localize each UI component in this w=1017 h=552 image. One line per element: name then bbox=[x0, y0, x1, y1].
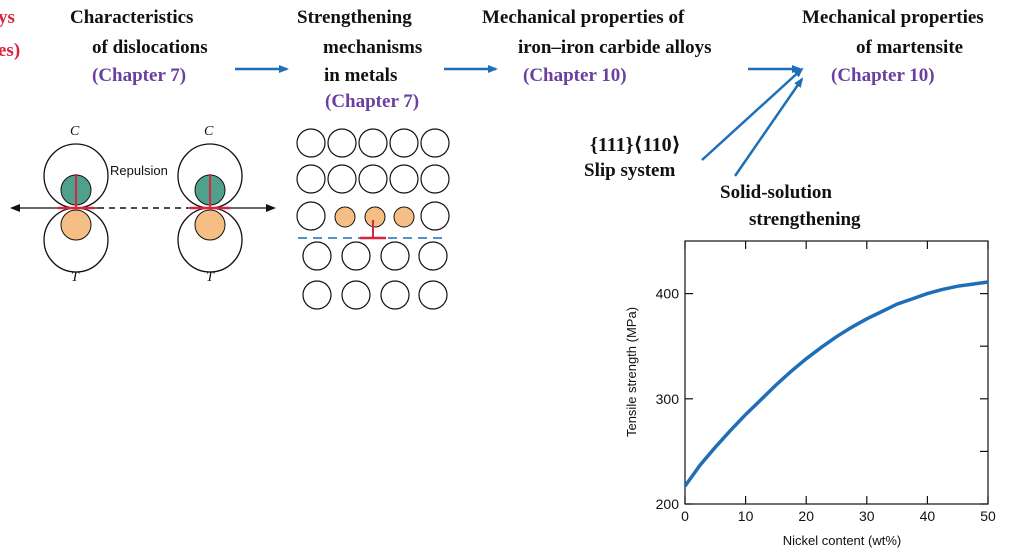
node-iron-carbide-line2: iron–iron carbide alloys bbox=[518, 37, 712, 58]
y-tick-label: 200 bbox=[656, 496, 680, 512]
lattice-figure bbox=[296, 128, 450, 310]
solute-atom bbox=[364, 206, 386, 228]
x-tick-label: 20 bbox=[798, 508, 814, 524]
node-dislocations-line1: Characteristics bbox=[70, 7, 194, 28]
chart-ylabel: Tensile strength (MPa) bbox=[624, 307, 639, 437]
lattice-atom bbox=[389, 128, 419, 158]
lattice-atom bbox=[380, 241, 410, 271]
solute-atom bbox=[334, 206, 356, 228]
lattice-atom bbox=[380, 280, 410, 310]
node-martensite-line1: Mechanical properties bbox=[802, 7, 984, 28]
left-arrowhead bbox=[10, 204, 20, 212]
node-dislocations-line2: of dislocations bbox=[92, 37, 208, 58]
chart-xlabel: Nickel content (wt%) bbox=[783, 533, 901, 548]
edge-text-fragment-2: es) bbox=[0, 40, 21, 61]
lattice-row-4 bbox=[302, 241, 448, 271]
flow-arrow-slip bbox=[701, 67, 804, 161]
lattice-atom bbox=[341, 280, 371, 310]
lattice-atom bbox=[418, 241, 448, 271]
label-c-left: C bbox=[70, 124, 80, 139]
solid-solution-line2: strengthening bbox=[749, 209, 861, 230]
y-tick-label: 400 bbox=[656, 286, 680, 302]
slip-system-label: Slip system bbox=[584, 160, 676, 181]
solute-atom bbox=[393, 206, 415, 228]
lattice-atom bbox=[420, 128, 450, 158]
repulsion-label: Repulsion bbox=[110, 163, 168, 178]
lattice-atom bbox=[358, 164, 388, 194]
lattice-atom bbox=[327, 164, 357, 194]
tensile-strength-chart: 0 10 20 30 40 50 200 300 400 Nickel content (wt%… bbox=[624, 240, 996, 548]
lattice-atom bbox=[296, 201, 326, 231]
label-t-left: T bbox=[71, 270, 79, 285]
slip-system-notation: {111}⟨110⟩ bbox=[590, 134, 681, 156]
x-tick-label: 0 bbox=[681, 508, 689, 524]
node-strengthening-line3: in metals bbox=[324, 65, 398, 86]
lattice-atom bbox=[418, 280, 448, 310]
flow-arrow-solid-solution bbox=[733, 77, 804, 177]
node-dislocations-chapter: (Chapter 7) bbox=[92, 65, 187, 86]
y-tick-label: 300 bbox=[656, 391, 680, 407]
tension-atom-right bbox=[194, 209, 226, 241]
lattice-atom bbox=[341, 241, 371, 271]
node-strengthening-line1: Strengthening bbox=[297, 7, 412, 28]
edge-text-fragment-1: ys bbox=[0, 7, 15, 28]
plot-frame bbox=[684, 240, 989, 505]
lattice-atom bbox=[302, 280, 332, 310]
lattice-row-2 bbox=[296, 164, 450, 194]
lattice-atom bbox=[327, 128, 357, 158]
lattice-atom bbox=[296, 164, 326, 194]
lattice-row-3 bbox=[296, 201, 450, 231]
dislocation-repulsion-figure bbox=[10, 143, 276, 273]
node-iron-carbide-line1: Mechanical properties of bbox=[482, 7, 685, 28]
lattice-atom bbox=[420, 164, 450, 194]
solid-solution-line1: Solid-solution bbox=[720, 182, 832, 203]
lattice-atom bbox=[358, 128, 388, 158]
lattice-atom bbox=[389, 164, 419, 194]
node-martensite-chapter: (Chapter 10) bbox=[831, 65, 935, 86]
label-c-right: C bbox=[204, 124, 214, 139]
node-strengthening-line2: mechanisms bbox=[323, 37, 423, 58]
chart-tick-labels: 0 10 20 30 40 50 200 300 400 bbox=[656, 286, 996, 524]
tension-atom-left bbox=[60, 209, 92, 241]
right-arrowhead bbox=[266, 204, 276, 212]
node-iron-carbide-chapter: (Chapter 10) bbox=[523, 65, 627, 86]
node-martensite-line2: of martensite bbox=[856, 37, 964, 58]
x-tick-label: 50 bbox=[980, 508, 996, 524]
node-strengthening-chapter: (Chapter 7) bbox=[325, 91, 420, 112]
lattice-row-5 bbox=[302, 280, 448, 310]
label-t-right: T bbox=[206, 270, 214, 285]
lattice-atom bbox=[420, 201, 450, 231]
chart-ticks bbox=[684, 241, 989, 505]
lattice-row-1 bbox=[296, 128, 450, 158]
lattice-atom bbox=[302, 241, 332, 271]
x-tick-label: 10 bbox=[738, 508, 754, 524]
x-tick-label: 30 bbox=[859, 508, 875, 524]
x-tick-label: 40 bbox=[920, 508, 936, 524]
chart-series-line bbox=[683, 280, 989, 488]
lattice-atom bbox=[296, 128, 326, 158]
